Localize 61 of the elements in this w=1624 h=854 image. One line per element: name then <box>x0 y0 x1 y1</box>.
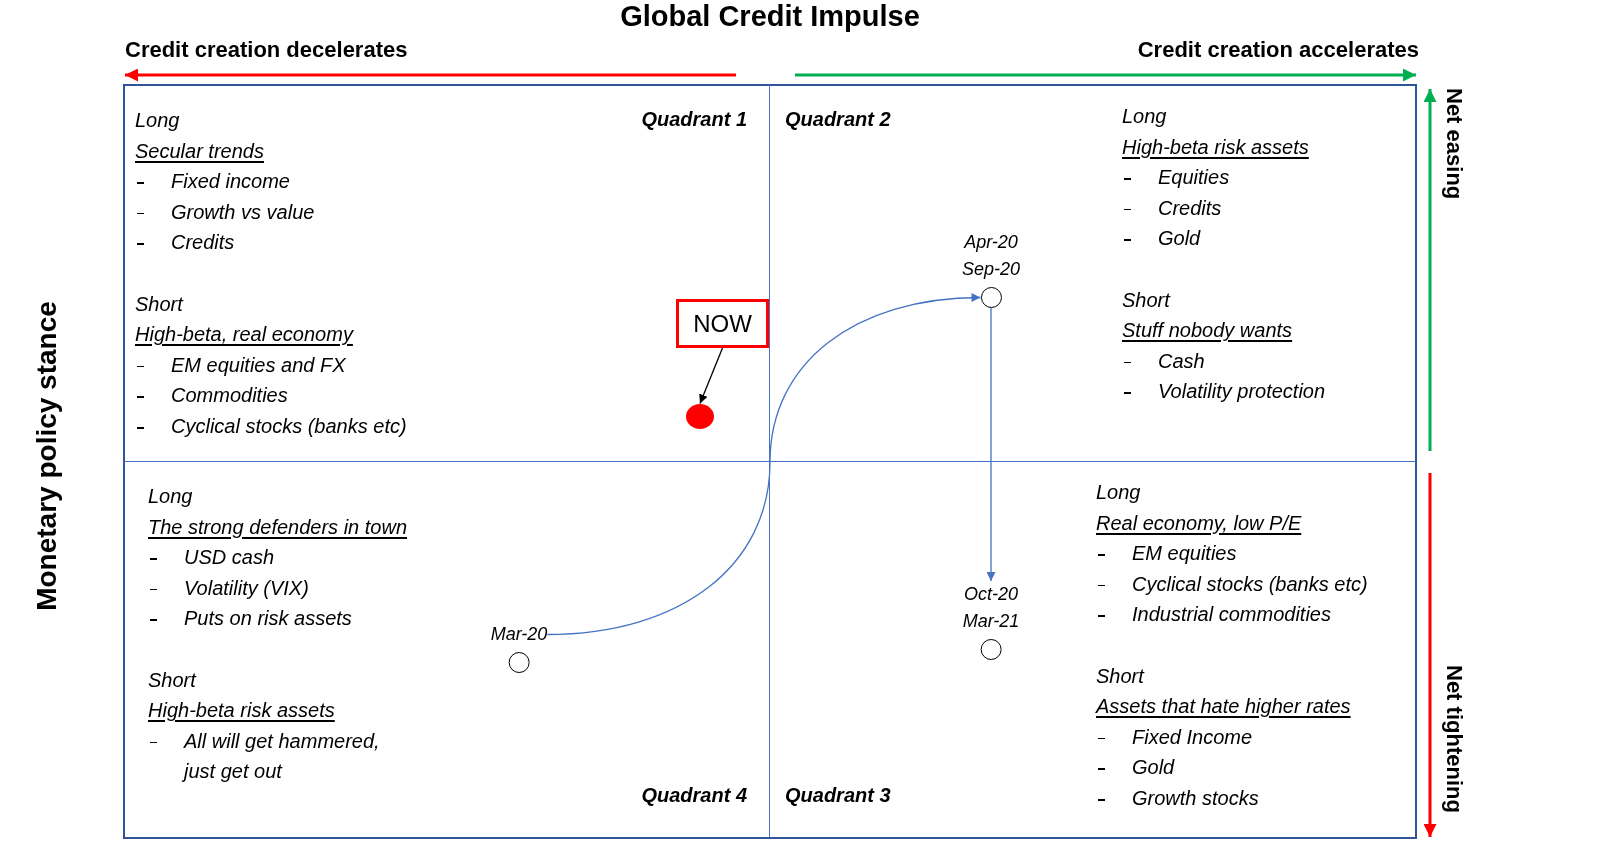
category-heading: The strong defenders in town <box>148 514 408 540</box>
category-heading: High-beta, real economy <box>135 322 353 348</box>
quadrant-label: Quadrant 3 <box>785 783 891 808</box>
list-item: Commodities <box>171 383 288 409</box>
category-heading: High-beta risk assets <box>1122 134 1309 160</box>
category-heading: Assets that hate higher rates <box>1096 694 1351 720</box>
arrow <box>699 347 724 405</box>
position-heading: Long <box>135 108 180 133</box>
list-item: Growth vs value <box>171 199 315 225</box>
diagram-title: Global Credit Impulse <box>620 0 920 34</box>
list-item: USD cash <box>184 545 275 571</box>
list-item: Cyclical stocks (banks etc) <box>1132 571 1368 597</box>
date-label: Apr-20 <box>964 231 1018 254</box>
position-heading: Short <box>1096 663 1144 689</box>
arrow <box>986 307 996 582</box>
position-heading: Long <box>1122 104 1167 129</box>
list-item: Growth stocks <box>1132 785 1259 811</box>
category-heading: Secular trends <box>135 138 264 164</box>
category-heading: Real economy, low P/E <box>1096 510 1302 536</box>
position-heading: Short <box>1122 287 1170 313</box>
list-item: Gold <box>1132 755 1175 781</box>
category-heading: High-beta risk assets <box>148 698 335 724</box>
quadrant-label: Quadrant 2 <box>785 107 891 132</box>
list-item: Volatility protection <box>1158 379 1326 405</box>
list-item: Gold <box>1158 226 1201 252</box>
axis-label: Credit creation decelerates <box>125 37 408 64</box>
list-item: Fixed Income <box>1132 724 1253 750</box>
list-item: Fixed income <box>171 169 290 195</box>
list-item: Cyclical stocks (banks etc) <box>171 413 407 439</box>
list-item: Puts on risk assets <box>184 606 352 632</box>
list-item: Cash <box>1158 348 1205 374</box>
date-label: Sep-20 <box>962 258 1020 281</box>
date-label: Mar-20 <box>490 623 548 646</box>
list-item: Volatility (VIX) <box>184 575 309 601</box>
position-heading: Long <box>148 484 193 509</box>
list-item: All will get hammered, just get out <box>184 728 381 785</box>
quadrant-label: Quadrant 4 <box>641 783 747 808</box>
dot-icon <box>686 403 714 429</box>
position-heading: Short <box>148 667 196 693</box>
list-item: EM equities <box>1132 541 1237 567</box>
quadrant-panel <box>123 462 770 839</box>
quadrant-panel <box>770 462 1417 839</box>
list-item: Credits <box>1158 195 1222 221</box>
date-label: Oct-20 <box>964 583 1018 606</box>
date-label: Mar-21 <box>962 610 1020 633</box>
category-heading: Stuff nobody wants <box>1122 318 1293 344</box>
list-item: Industrial commodities <box>1132 602 1331 628</box>
position-heading: Long <box>1096 480 1141 505</box>
list-item: Credits <box>171 230 235 256</box>
arrow <box>546 293 982 636</box>
axis-label: Net tightening <box>1441 665 1468 813</box>
list-item: Equities <box>1158 165 1230 191</box>
axis-label: Net easing <box>1441 88 1468 200</box>
quadrant-panel <box>123 84 770 462</box>
position-heading: Short <box>135 291 183 317</box>
axis-label: Monetary policy stance <box>30 301 63 611</box>
quadrant-panel <box>770 84 1417 462</box>
axis-label: Credit creation accelerates <box>1137 37 1419 64</box>
callout-box: NOW <box>676 299 769 348</box>
quadrant-label: Quadrant 1 <box>641 107 747 132</box>
list-item: EM equities and FX <box>171 352 346 378</box>
